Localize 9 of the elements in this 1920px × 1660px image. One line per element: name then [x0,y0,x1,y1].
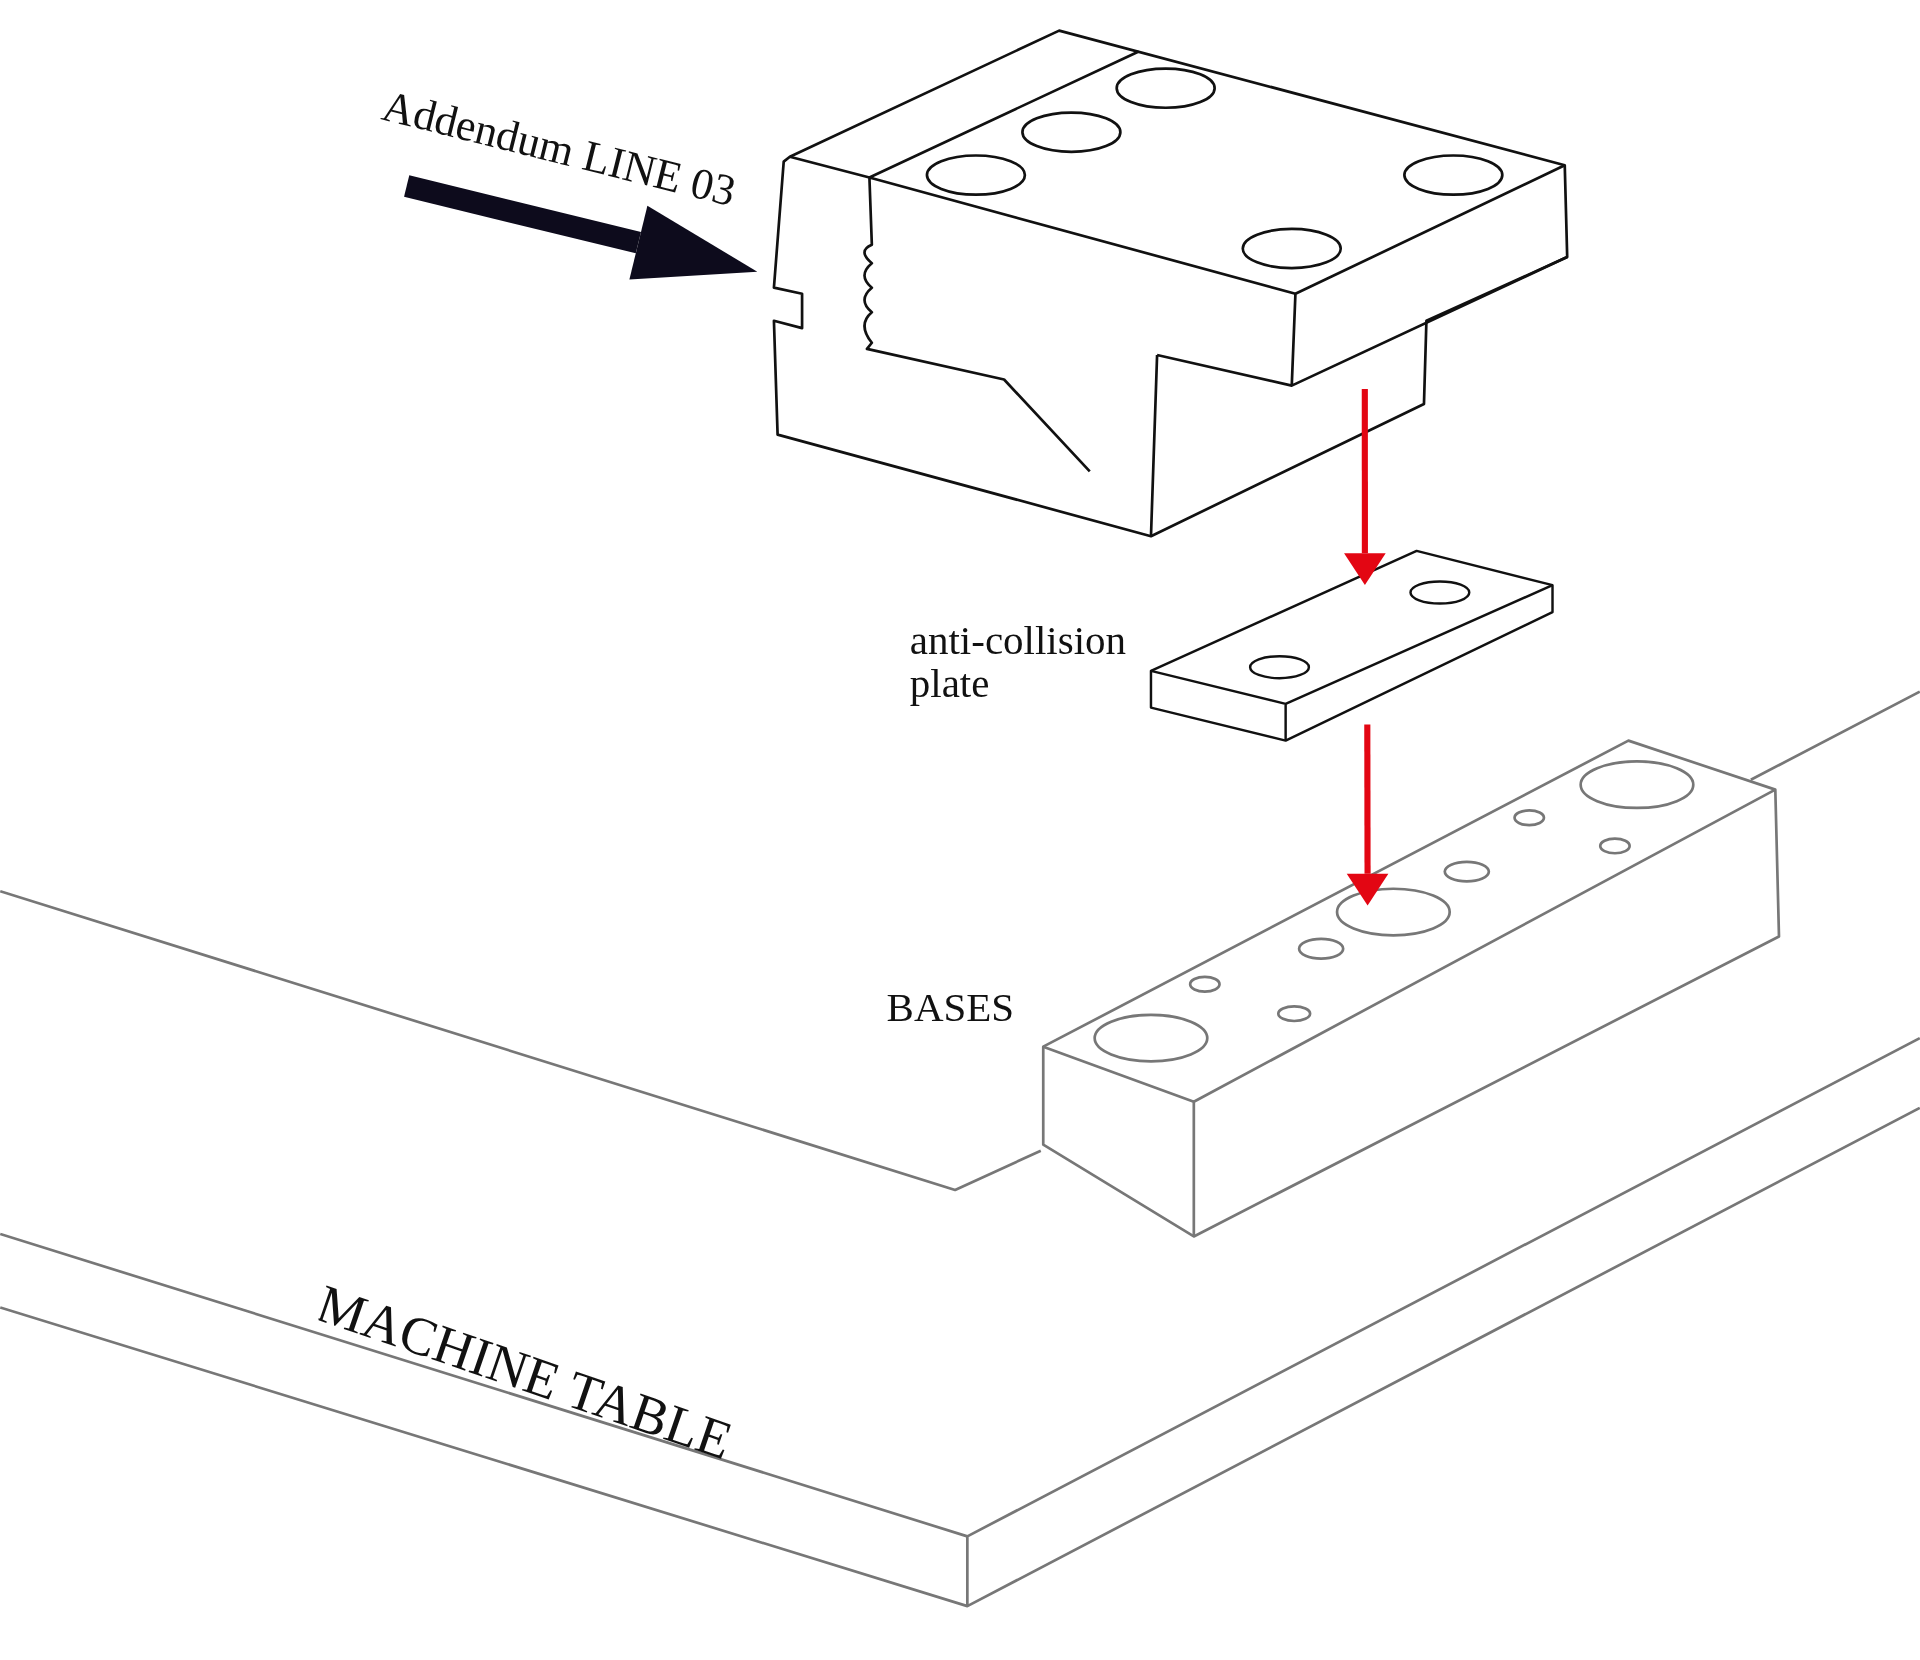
plate-drawing [909,549,1554,742]
arrow [404,175,758,280]
edge-label: Addendum LINE 03 [378,83,741,216]
arrow [1344,388,1386,586]
tool-block-drawing [772,29,1569,538]
part-label: BASES [886,985,1016,1029]
arrow [1346,724,1389,906]
base-block-drawing [886,739,1781,1238]
part-label: anti-collision plate [909,618,1128,705]
